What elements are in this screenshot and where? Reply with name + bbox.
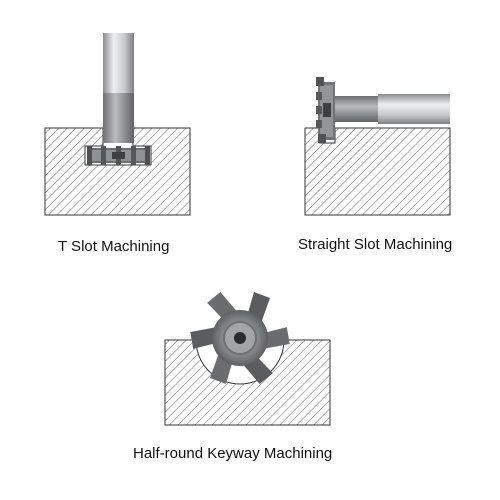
straight-slot-caption: Straight Slot Machining	[298, 236, 453, 253]
t-slot-cutter-icon	[87, 33, 150, 165]
straight-slot-workpiece	[304, 127, 451, 216]
straight-slot-diagram	[304, 77, 451, 216]
keyway-diagram	[164, 292, 331, 426]
keyway-cutter-icon	[190, 292, 290, 384]
keyway-caption: Half-round Keyway Machining	[133, 445, 333, 462]
t-slot-caption: T Slot Machining	[58, 238, 170, 255]
t-slot-diagram	[44, 33, 191, 216]
side-milling-cutter-icon	[316, 77, 450, 143]
